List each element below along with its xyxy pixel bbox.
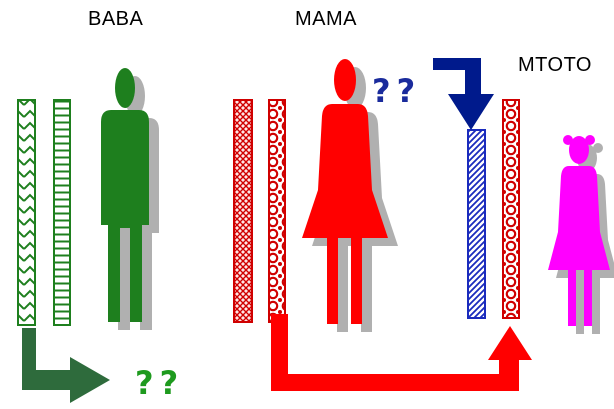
child-label: MTOTO <box>518 54 592 76</box>
girl-figure-icon <box>548 135 614 334</box>
mother-question-marks: ?? <box>372 72 422 110</box>
woman-figure-icon <box>302 59 398 332</box>
father-question-marks: ?? <box>135 364 185 402</box>
mother-chromosome-crosshatch <box>233 99 253 323</box>
man-figure-icon <box>101 68 159 330</box>
father-inheritance-arrow <box>22 328 110 403</box>
child-chromosome-blue <box>467 129 486 319</box>
father-chromosome-chevron <box>17 99 36 326</box>
mother-label: MAMA <box>295 8 357 30</box>
mother-chromosome-circles <box>268 99 286 323</box>
father-chromosome-ladder <box>53 99 71 326</box>
father-label: BABA <box>88 8 144 30</box>
mother-inheritance-arrow <box>271 314 532 391</box>
blue-inheritance-arrow <box>433 58 494 130</box>
child-chromosome-circles <box>502 99 520 319</box>
